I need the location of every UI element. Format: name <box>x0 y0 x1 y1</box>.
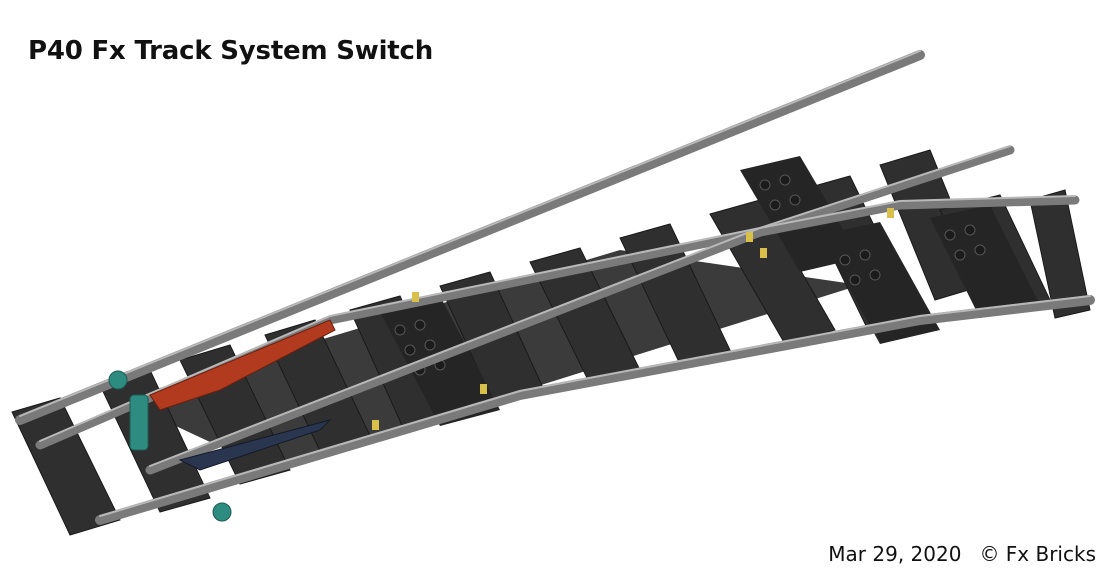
linkage <box>108 370 232 522</box>
copyright-label: © Fx Bricks <box>979 542 1096 566</box>
throw-bar-navy <box>178 419 332 471</box>
page-title: P40 Fx Track System Switch <box>28 36 434 66</box>
throw-bar-red <box>149 319 336 411</box>
studs <box>394 174 986 376</box>
footer: Mar 29, 2020 © Fx Bricks <box>828 542 1096 566</box>
contact-tabs <box>372 208 894 430</box>
rails <box>15 50 1095 525</box>
date-label: Mar 29, 2020 <box>828 542 962 566</box>
